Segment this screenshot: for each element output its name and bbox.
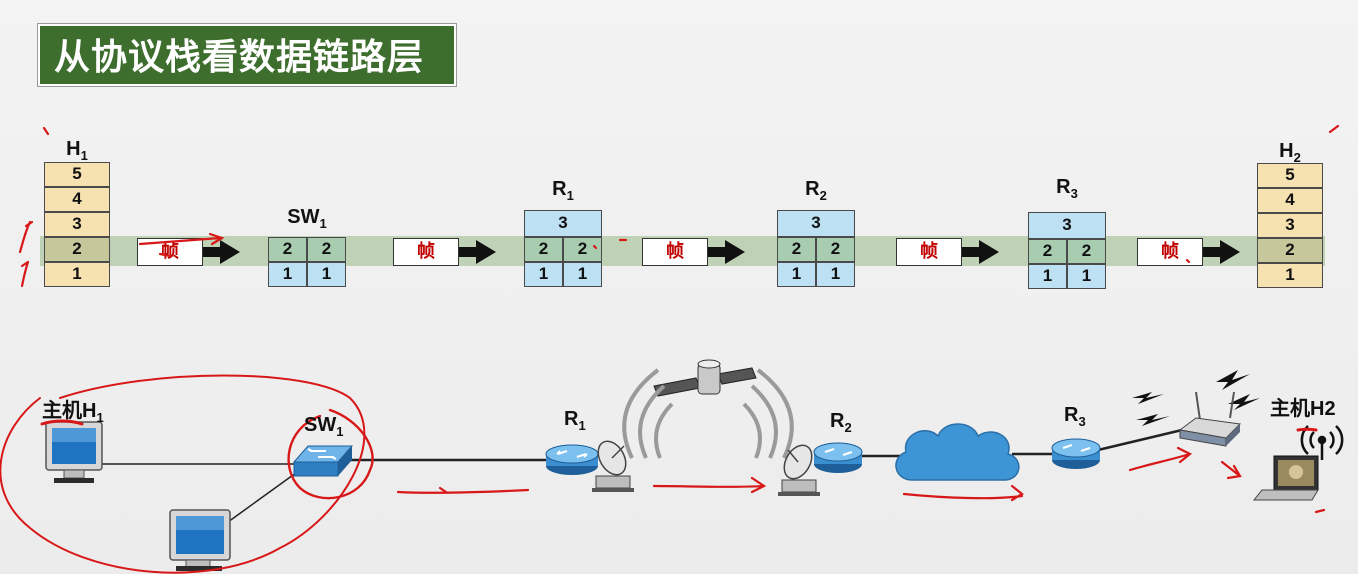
host-h2-stack: 5 4 3 2 1 xyxy=(1257,163,1323,288)
link-r3-ap xyxy=(1097,428,1183,452)
cloud-icon xyxy=(895,423,1020,481)
h2-layer-2: 2 xyxy=(1257,238,1323,263)
r2-layer3: 3 xyxy=(777,210,855,237)
r2-layer2-right: 2 xyxy=(816,237,855,262)
sw1-layer2-left: 2 xyxy=(268,237,307,262)
monitor-icon xyxy=(45,421,103,483)
frame-arrowhead-4 xyxy=(979,240,999,264)
r1-layer1-left: 1 xyxy=(524,262,563,287)
r2-layer1-right: 1 xyxy=(816,262,855,287)
r3-layer2-right: 2 xyxy=(1067,239,1106,264)
r3-layer3: 3 xyxy=(1028,212,1106,239)
wireless-ap-icon xyxy=(1178,391,1242,447)
host-h2-network-label: 主机H2 xyxy=(1270,398,1336,420)
frame-arrowhead-1 xyxy=(220,240,240,264)
sw1-network-label: SW1 xyxy=(304,414,344,439)
r3-layer1-right: 1 xyxy=(1067,264,1106,289)
h2-layer-4: 4 xyxy=(1257,188,1323,213)
frame-arrow-shaft-2 xyxy=(459,247,477,257)
frame-arrowhead-3 xyxy=(725,240,745,264)
r3-layer2-left: 2 xyxy=(1028,239,1067,264)
router-r1-stack: 3 2 2 1 1 xyxy=(524,210,602,287)
frame-box-5: 帧 xyxy=(1137,238,1203,266)
frame-box-2: 帧 xyxy=(393,238,459,266)
satellite-dish-icon xyxy=(778,444,820,496)
h2-layer-3: 3 xyxy=(1257,213,1323,238)
h2-layer-1: 1 xyxy=(1257,263,1323,288)
frame-arrowhead-5 xyxy=(1220,240,1240,264)
r3-network-label: R3 xyxy=(1064,404,1086,429)
frame-arrow-shaft-5 xyxy=(1203,247,1221,257)
frame-box-3: 帧 xyxy=(642,238,708,266)
h1-layer-5: 5 xyxy=(44,162,110,187)
switch-sw1-label: SW1 xyxy=(287,206,327,231)
satellite-dish-icon xyxy=(592,440,634,492)
frame-arrow-shaft-4 xyxy=(962,247,980,257)
frame-arrow-shaft-1 xyxy=(203,247,221,257)
router-r2-label: R2 xyxy=(805,178,827,203)
sw1-layer1-left: 1 xyxy=(268,262,307,287)
monitor-icon xyxy=(169,509,231,571)
link-host-sw1 xyxy=(227,469,301,523)
laptop-icon xyxy=(1252,455,1319,501)
r2-network-label: R2 xyxy=(830,410,852,435)
wireless-waves xyxy=(622,368,794,459)
router-icon xyxy=(1051,438,1101,469)
r2-layer1-left: 1 xyxy=(777,262,816,287)
sw1-layer1-right: 1 xyxy=(307,262,346,287)
host-h1-label: H1 xyxy=(66,138,88,163)
page-title: 从协议栈看数据链路层 xyxy=(38,24,456,86)
h1-layer-3: 3 xyxy=(44,212,110,237)
host-h1-network-label: 主机H1 xyxy=(42,400,104,425)
r1-layer3: 3 xyxy=(524,210,602,237)
frame-arrow-shaft-3 xyxy=(708,247,726,257)
r1-layer2-left: 2 xyxy=(524,237,563,262)
lightning-icon xyxy=(1132,370,1260,426)
frame-box-4: 帧 xyxy=(896,238,962,266)
sw1-layer2-right: 2 xyxy=(307,237,346,262)
r3-layer1-left: 1 xyxy=(1028,264,1067,289)
h1-layer-4: 4 xyxy=(44,187,110,212)
h1-layer-1: 1 xyxy=(44,262,110,287)
switch-icon xyxy=(292,445,354,477)
switch-sw1-stack: 2 2 1 1 xyxy=(268,237,346,287)
router-r3-label: R3 xyxy=(1056,176,1078,201)
frame-arrowhead-2 xyxy=(476,240,496,264)
router-icon xyxy=(813,442,863,473)
satellite-icon xyxy=(653,359,757,397)
host-h2-label: H2 xyxy=(1279,140,1301,165)
host-h1-stack: 5 4 3 2 1 xyxy=(44,162,110,287)
router-r1-label: R1 xyxy=(552,178,574,203)
r2-layer2-left: 2 xyxy=(777,237,816,262)
r1-layer2-right: 2 xyxy=(563,237,602,262)
r1-network-label: R1 xyxy=(564,408,586,433)
handwritten-annotations xyxy=(0,124,1340,574)
h2-layer-5: 5 xyxy=(1257,163,1323,188)
h1-layer-2: 2 xyxy=(44,237,110,262)
router-r2-stack: 3 2 2 1 1 xyxy=(777,210,855,287)
wireless-signal-icon xyxy=(1300,425,1344,460)
r1-layer1-right: 1 xyxy=(563,262,602,287)
router-icon xyxy=(545,444,599,475)
router-r3-stack: 3 2 2 1 1 xyxy=(1028,212,1106,289)
